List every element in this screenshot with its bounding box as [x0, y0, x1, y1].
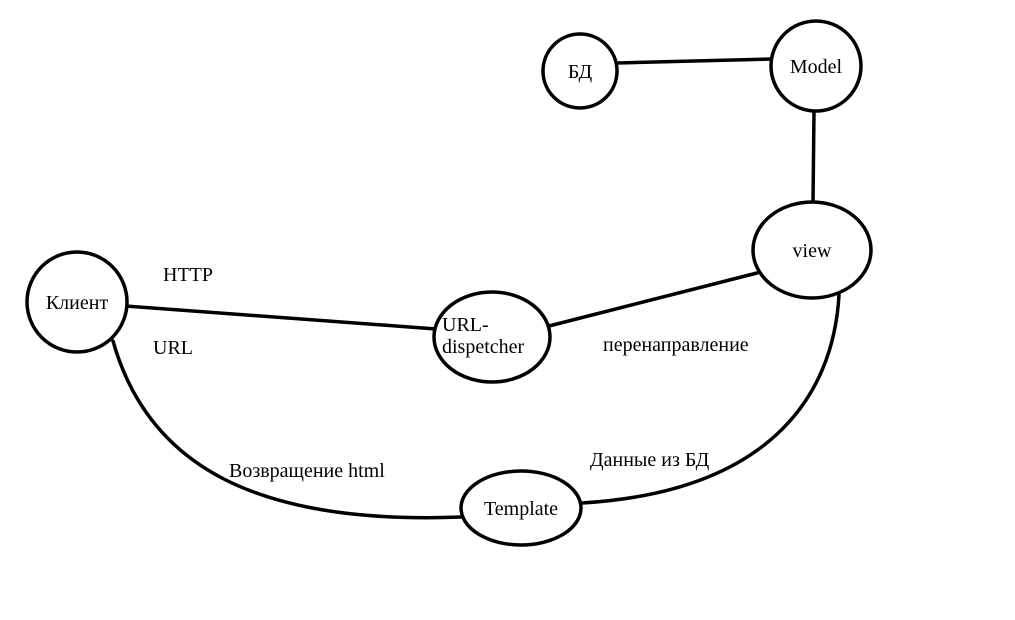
node-model: Model: [769, 19, 863, 113]
node-client: Клиент: [25, 250, 129, 354]
edge-client-template: [111, 339, 463, 520]
edge-client-dispatcher: [124, 304, 438, 331]
node-template-shape: [459, 469, 583, 547]
edge-view-template: [580, 293, 841, 505]
node-model-shape: [769, 19, 863, 113]
edge-dispatcher-view: [547, 271, 759, 328]
node-client-shape: [25, 250, 129, 354]
node-url-dispatcher-label-line2: dispetcher: [442, 336, 525, 358]
node-db-shape: [541, 32, 619, 110]
edge-model-view: [811, 109, 816, 205]
node-url-dispatcher-shape: [432, 290, 552, 384]
node-view-shape: [751, 200, 873, 300]
node-url-dispatcher: URL- dispetcher: [432, 290, 552, 384]
edge-db-model: [615, 57, 774, 65]
node-db: БД: [541, 32, 619, 110]
edge-label-db-data: Данные из БД: [590, 449, 710, 471]
node-model-label: Model: [790, 56, 843, 78]
node-url-dispatcher-label-line1: URL-: [442, 314, 489, 336]
node-view: view: [751, 200, 873, 300]
edge-label-http: HTTP: [163, 264, 213, 286]
node-template-label: Template: [484, 498, 558, 520]
node-template: Template: [459, 469, 583, 547]
edge-label-redirect: перенаправление: [603, 334, 749, 356]
edge-label-url: URL: [153, 337, 193, 359]
node-view-label: view: [793, 240, 832, 262]
node-client-label: Клиент: [46, 292, 109, 314]
node-db-label: БД: [568, 61, 593, 83]
edge-label-return-html: Возвращение html: [229, 460, 385, 482]
